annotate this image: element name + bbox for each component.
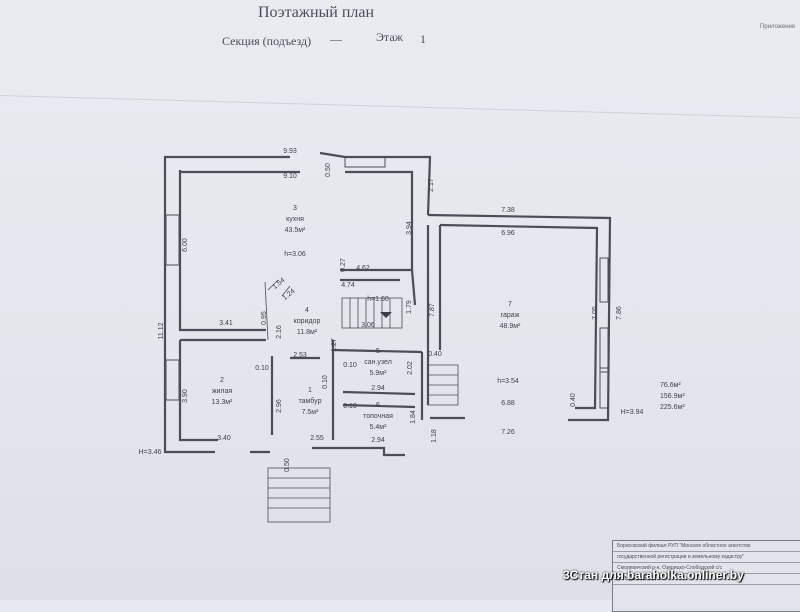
dim-6-00: 6.00: [182, 238, 189, 252]
room-4-number: 4: [305, 307, 309, 314]
room-2-number: 2: [220, 377, 224, 384]
stamp-line-2: государственной регистрации и земельному…: [613, 552, 800, 563]
dim-1-18: 1.18: [431, 429, 438, 443]
walls: [163, 151, 612, 457]
dim-2-16: 2.16: [276, 325, 283, 339]
dim-0-40-b: 0.40: [570, 393, 577, 407]
dim-h-1-60: h=1.60: [367, 296, 389, 303]
dim-0-40-a: 0.40: [428, 351, 442, 358]
dim-7-87: 7.87: [429, 303, 436, 317]
room-6-number: 6: [376, 402, 380, 409]
dim-7-38: 7.38: [501, 207, 515, 214]
dim-2-02: 2.02: [407, 361, 414, 375]
floor-label: Этаж: [376, 30, 403, 44]
dim-6-88: 6.88: [501, 400, 515, 407]
room-2-name: жилая: [212, 388, 233, 395]
dim-9-93: 9.93: [283, 148, 297, 155]
dim-6-96: 6.96: [501, 230, 515, 237]
room-7-height: h=3.54: [497, 378, 519, 385]
room-5-area: 5.9м²: [370, 370, 388, 377]
corner-note: Приложение: [760, 24, 796, 30]
dim-1-84: 1.84: [410, 410, 417, 424]
room-4-area: 11.8м²: [297, 329, 318, 336]
room-1-name: тамбур: [299, 397, 322, 405]
height-3-46: H=3.46: [139, 449, 162, 456]
dim-2-96: 2.96: [276, 399, 283, 413]
dim-0-27: 0.27: [340, 258, 347, 272]
dim-0-50-top: 0.50: [325, 163, 332, 177]
room-4-name: коридор: [294, 318, 321, 325]
room-3-area: 43.5м²: [285, 227, 306, 234]
dim-1-27: 1.27: [331, 338, 338, 352]
room-5-number: 5: [376, 348, 380, 355]
room-3-height: h=3.06: [284, 251, 306, 258]
dim-1-79: 1.79: [406, 300, 413, 314]
dim-9-10: 9.10: [283, 173, 297, 180]
room-3-name: кухня: [286, 216, 304, 223]
dim-0-10-b: 0.10: [343, 362, 357, 369]
dim-7-26: 7.26: [501, 429, 515, 436]
dim-1-24: 1.24: [282, 288, 297, 302]
room-2-area: 13.3м²: [212, 399, 233, 406]
stair-arrow-icon: [380, 312, 392, 318]
section-value: —: [330, 32, 342, 46]
dim-4-62: 4.62: [356, 265, 370, 272]
total-area-2: 156.9м²: [660, 393, 685, 400]
room-6-name: топочная: [363, 413, 393, 420]
stamp-line-3: Смолевичский р-н, Озерицко-Слободской с/…: [613, 563, 800, 574]
dim-3-41: 3.41: [219, 320, 233, 327]
total-area-1: 76.6м²: [660, 382, 681, 389]
dim-7-86: 7.86: [616, 306, 623, 320]
dim-2-17: 2.17: [428, 178, 435, 192]
dim-2-53: 2.53: [293, 352, 307, 359]
room-5-name: сан.узел: [364, 359, 392, 366]
dim-2-94-a: 2.94: [371, 385, 385, 392]
dim-7-05: 7.05: [592, 306, 599, 320]
floor-value: 1: [420, 32, 426, 46]
room-7-number: 7: [508, 301, 512, 308]
dim-4-74: 4.74: [341, 282, 355, 289]
dim-0-10-d: 0.10: [322, 375, 329, 389]
room-1-area: 7.5м²: [302, 409, 320, 416]
height-3-94: H=3.94: [621, 409, 644, 416]
dim-1-54: 1.54: [272, 277, 287, 291]
section-label: Секция (подъезд): [222, 34, 312, 48]
dim-0-10-c: 0.10: [343, 403, 357, 410]
stamp-line-4: д. Прудковщина, 2а: [613, 574, 800, 585]
plan-title: Поэтажный план: [258, 4, 375, 21]
room-3-number: 3: [293, 205, 297, 212]
dim-3-06: 3.06: [361, 322, 375, 329]
dim-0-95: 0.95: [261, 311, 268, 325]
stairs: [264, 279, 459, 523]
dim-2-55: 2.55: [310, 435, 324, 442]
dim-11-12: 11.12: [158, 322, 165, 339]
room-7-area: 48.9м²: [500, 323, 521, 330]
dim-0-10-a: 0.10: [255, 365, 269, 372]
room-7-name: гараж: [501, 312, 520, 319]
room-6-area: 5.4м²: [370, 424, 388, 431]
room-1-number: 1: [308, 387, 312, 394]
dim-2-94-b: 2.94: [371, 437, 385, 444]
stamp-line-1: Борисовский филиал РУП "Минское областно…: [613, 541, 800, 552]
dim-3-90: 3.90: [182, 389, 189, 403]
windows: [165, 156, 609, 409]
dim-3-94: 3.94: [406, 221, 413, 235]
watermark: 3Стан для baraholka.onliner.by: [563, 568, 744, 582]
dim-3-40: 3.40: [217, 435, 231, 442]
total-area-3: 225.6м²: [660, 404, 685, 411]
dim-0-50-bottom: 0.50: [284, 458, 291, 472]
